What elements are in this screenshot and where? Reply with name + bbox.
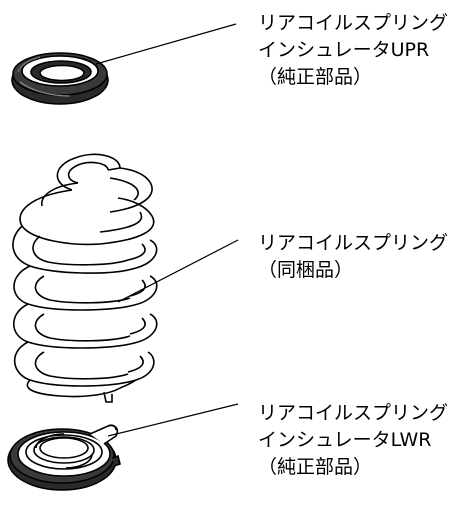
lower-insulator-label-line3: （純正部品）: [258, 456, 373, 478]
coil-spring-leader-line: [117, 239, 239, 303]
coil-spring-label: リアコイルスプリング （同梱品）: [258, 230, 448, 284]
lower-insulator-drawing: [7, 424, 121, 491]
coil-spring-label-line1: リアコイルスプリング: [258, 232, 449, 254]
upper-insulator-label: リアコイルスプリング インシュレータUPR （純正部品）: [258, 10, 448, 91]
lower-insulator-label-line1: リアコイルスプリング: [258, 402, 449, 424]
lower-insulator-label-line2: インシュレータLWR: [258, 429, 432, 451]
upper-insulator-drawing: [11, 52, 109, 105]
upper-insulator-leader-line: [95, 23, 237, 65]
lower-insulator-leader-line: [107, 403, 239, 437]
coil-spring-drawing: [12, 153, 158, 403]
coil-spring-label-line2: （同梱品）: [258, 259, 354, 281]
lower-insulator-label: リアコイルスプリング インシュレータLWR （純正部品）: [258, 400, 448, 481]
upper-insulator-label-line2: インシュレータUPR: [258, 39, 430, 61]
upper-insulator-label-line1: リアコイルスプリング: [258, 12, 449, 34]
upper-insulator-label-line3: （純正部品）: [258, 66, 373, 88]
